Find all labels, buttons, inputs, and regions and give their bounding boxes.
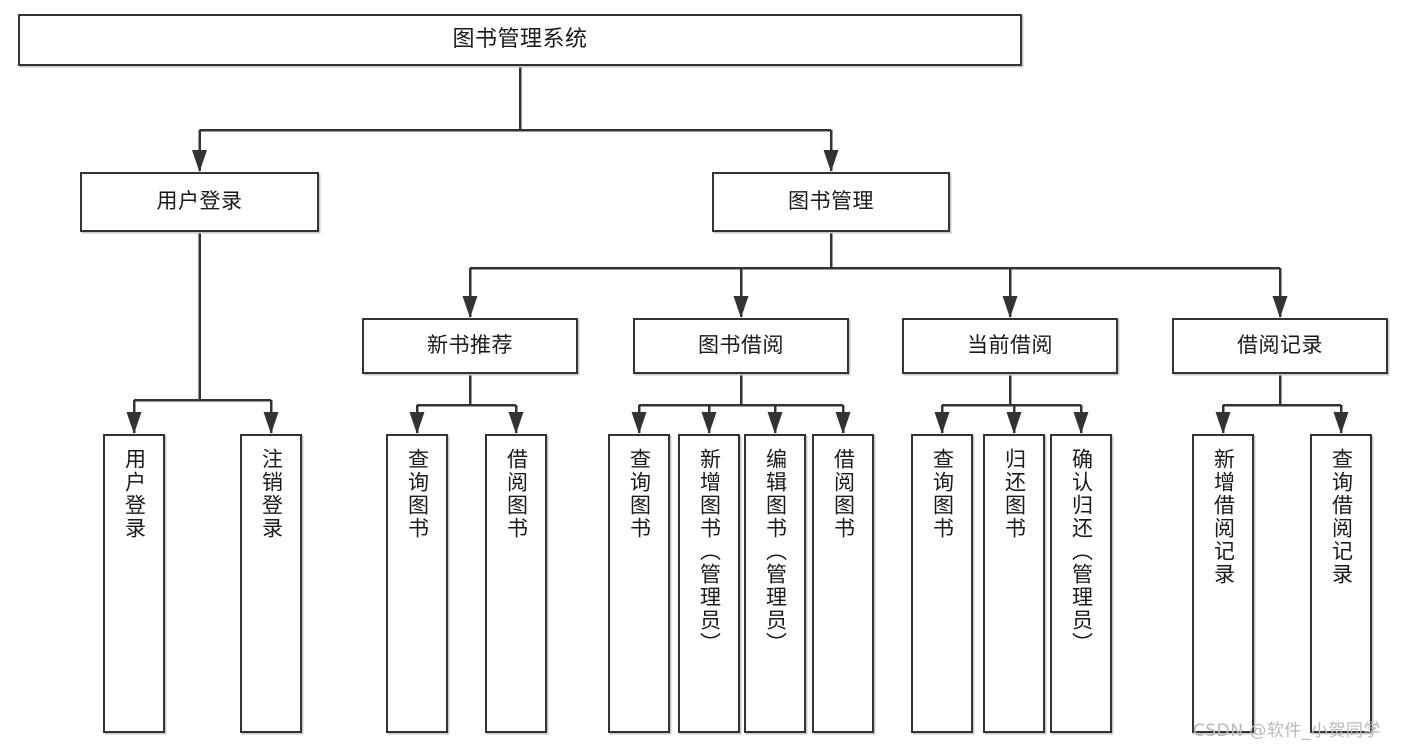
node-label: 注销登录 [259,448,284,540]
node-book-manage[interactable]: 图书管理 [712,172,950,232]
node-label: 查询图书 [627,448,652,540]
node-label: 用户登录 [156,189,243,214]
node-leaf-rec-search[interactable]: 查询借阅记录 [1310,434,1372,733]
csdn-watermark: CSDN @软件_小贺同学 [1193,721,1381,741]
node-label: 借阅图书 [504,448,529,540]
node-root[interactable]: 图书管理系统 [18,14,1022,66]
node-leaf-cur-return[interactable]: 归还图书 [983,434,1045,733]
node-leaf-rec-add[interactable]: 新增借阅记录 [1192,434,1254,733]
node-label: 图书借阅 [698,333,784,358]
node-label: 新增图书（管理员） [697,448,722,655]
node-current-borrow[interactable]: 当前借阅 [902,318,1118,374]
node-book-borrow[interactable]: 图书借阅 [633,318,849,374]
node-new-book-rec[interactable]: 新书推荐 [362,318,578,374]
node-leaf-borrow-query[interactable]: 查询图书 [608,434,670,733]
node-label: 确认归还（管理员） [1069,448,1094,655]
node-leaf-user-logout[interactable]: 注销登录 [240,434,302,733]
node-leaf-borrow-add[interactable]: 新增图书（管理员） [678,434,740,733]
node-label: 新书推荐 [427,333,513,358]
node-label: 查询借阅记录 [1329,448,1354,586]
node-leaf-rec-borrow[interactable]: 借阅图书 [485,434,547,733]
node-label: 图书管理系统 [452,26,588,52]
node-leaf-user-login[interactable]: 用户登录 [103,434,165,733]
node-label: 新增借阅记录 [1211,448,1236,586]
node-label: 查询图书 [930,448,955,540]
node-leaf-cur-query[interactable]: 查询图书 [911,434,973,733]
node-label: 借阅图书 [831,448,856,540]
node-leaf-cur-confirm[interactable]: 确认归还（管理员） [1050,434,1112,733]
node-label: 用户登录 [122,448,147,540]
node-leaf-borrow-lend[interactable]: 借阅图书 [812,434,874,733]
node-leaf-rec-query[interactable]: 查询图书 [386,434,448,733]
node-label: 借阅记录 [1237,333,1323,358]
node-label: 编辑图书（管理员） [763,448,788,655]
node-label: 查询图书 [405,448,430,540]
node-label: 图书管理 [788,189,874,214]
node-user-login[interactable]: 用户登录 [80,172,319,232]
node-label: 归还图书 [1002,448,1027,540]
node-label: 当前借阅 [967,333,1053,358]
node-leaf-borrow-edit[interactable]: 编辑图书（管理员） [744,434,806,733]
node-borrow-record[interactable]: 借阅记录 [1172,318,1388,374]
